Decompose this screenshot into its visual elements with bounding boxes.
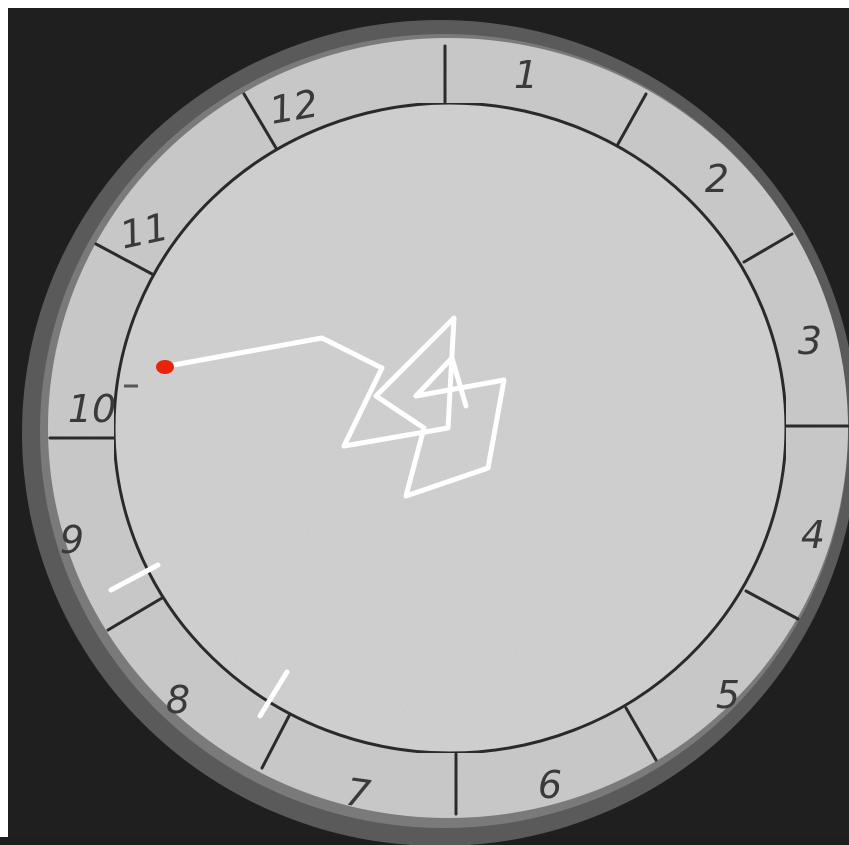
numeral-1: 1 [514, 53, 538, 97]
start-marker [156, 360, 174, 374]
numeral-6: 6 [538, 763, 562, 807]
clock-scene: 12 1 2 3 4 5 6 7 8 9 10 11 [8, 8, 849, 845]
numeral-4: 4 [801, 513, 825, 557]
numeral-5: 5 [716, 673, 740, 717]
numeral-9: 9 [60, 518, 84, 562]
numeral-12: 12 [266, 81, 321, 133]
numeral-10: 10 [68, 387, 116, 431]
numeral-3: 3 [798, 319, 822, 363]
numeral-2: 2 [705, 157, 729, 201]
numeral-8: 8 [166, 678, 190, 722]
